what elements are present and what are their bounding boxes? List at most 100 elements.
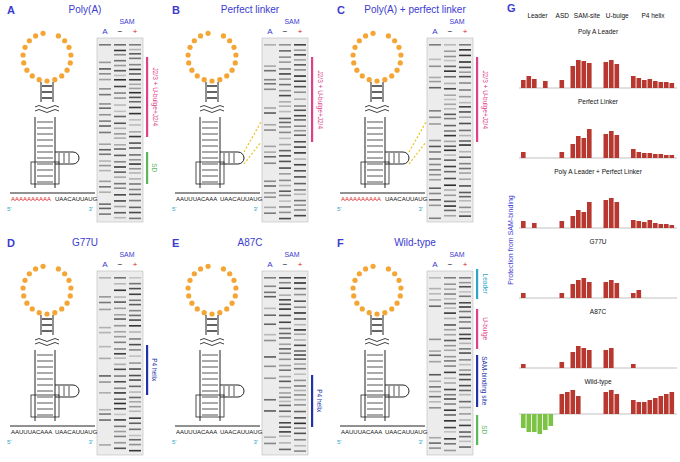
- nucleotide-dot: [37, 310, 42, 315]
- protection-bar: [670, 225, 675, 228]
- gel-band: [114, 97, 126, 99]
- gel-band: [459, 374, 471, 376]
- gel-band: [459, 431, 471, 433]
- gel-band: [264, 296, 276, 298]
- strand-line: [41, 315, 42, 335]
- strand-line: [10, 193, 95, 194]
- gel-band: [99, 302, 111, 304]
- nucleotide-dot: [217, 77, 222, 82]
- gel-band: [279, 150, 291, 152]
- sequence: UAACAUUAUG: [220, 429, 262, 436]
- gel-band: [279, 365, 291, 367]
- nucleotide-dot: [363, 266, 368, 271]
- gel-band: [279, 105, 291, 107]
- gel-band: [129, 207, 141, 209]
- guide-line: [244, 122, 261, 152]
- base-pair: [37, 385, 53, 386]
- gel-band: [444, 283, 456, 285]
- nucleotide-dot: [186, 60, 191, 65]
- lane-label: SAM: [119, 251, 134, 259]
- gel-band: [279, 44, 291, 46]
- base-pair: [202, 146, 218, 147]
- sd-box: [361, 395, 389, 417]
- gel-band: [129, 154, 141, 156]
- gel-band: [114, 212, 126, 214]
- region-annotation: Leader: [481, 274, 488, 294]
- gel-band: [294, 69, 306, 71]
- base-pair: [399, 153, 400, 163]
- nucleotide-dot: [186, 293, 191, 298]
- gel-band: [294, 282, 306, 284]
- gel-band: [459, 394, 471, 396]
- gel-band: [129, 283, 141, 285]
- gel-band: [459, 123, 471, 125]
- nucleotide-dot: [64, 301, 69, 306]
- gel-band: [114, 448, 126, 450]
- base-pair: [42, 97, 52, 98]
- protection-bar: [615, 135, 620, 158]
- gel-band: [279, 328, 291, 330]
- gel-band: [444, 171, 456, 173]
- gel-band: [99, 114, 111, 116]
- gel-band: [294, 80, 306, 82]
- base-pair: [202, 367, 218, 368]
- nucleotide-dot: [187, 278, 192, 283]
- gel-band: [459, 163, 471, 165]
- panel-title: G77U: [72, 237, 98, 249]
- gel-band: [264, 162, 276, 164]
- gel-band: [129, 84, 141, 86]
- base-pair: [224, 153, 225, 163]
- gel-band: [279, 352, 291, 354]
- region-bar: [146, 57, 148, 137]
- base-pair: [367, 391, 383, 392]
- gel-band: [279, 155, 291, 157]
- gel-band: [264, 79, 276, 81]
- gel-band: [459, 302, 471, 304]
- gel-band: [264, 112, 276, 114]
- gel-band: [294, 54, 306, 56]
- gel-band: [444, 420, 456, 422]
- gel-band: [459, 343, 471, 345]
- gel-band: [429, 277, 441, 279]
- break-mark: [35, 343, 59, 346]
- gel-band: [129, 49, 141, 51]
- gel-band: [114, 296, 126, 298]
- gel-band: [294, 49, 306, 51]
- gel-band: [264, 156, 276, 158]
- gel-band: [114, 148, 126, 150]
- lane-label: +: [133, 27, 138, 36]
- gel-band: [444, 125, 456, 127]
- gel-band: [114, 176, 126, 178]
- nucleotide-dot: [24, 68, 29, 73]
- gel-band: [444, 88, 456, 90]
- gel-band: [279, 422, 291, 424]
- nucleotide-dot: [52, 77, 57, 82]
- nucleotide-dot: [221, 33, 226, 38]
- nucleotide-dot: [389, 306, 394, 311]
- gel-band: [114, 431, 126, 433]
- base-pair: [202, 134, 218, 135]
- base-pair: [37, 415, 53, 416]
- gel-band: [99, 165, 111, 167]
- nucleotide-dot: [44, 311, 49, 316]
- gel-band: [129, 429, 141, 431]
- protection-bar: [521, 80, 526, 88]
- nucleotide-dot: [187, 45, 192, 50]
- nucleotide-dot: [354, 301, 359, 306]
- protection-bar: [560, 293, 565, 298]
- gel-band: [114, 336, 126, 338]
- sequence: AAUUUACAAA: [176, 196, 217, 203]
- gel-band: [114, 277, 126, 279]
- panel-title: Poly(A): [69, 4, 102, 16]
- gel-band: [444, 118, 456, 120]
- strand-line: [41, 82, 42, 102]
- gel-band: [294, 119, 306, 121]
- gel-band: [99, 107, 111, 109]
- gel-band: [129, 331, 141, 333]
- gel-band: [429, 193, 441, 195]
- gel-band: [444, 293, 456, 295]
- row-title: Wild-type: [584, 378, 611, 385]
- gel-band: [429, 140, 441, 142]
- region-bar: [476, 57, 478, 142]
- base-pair: [37, 164, 53, 165]
